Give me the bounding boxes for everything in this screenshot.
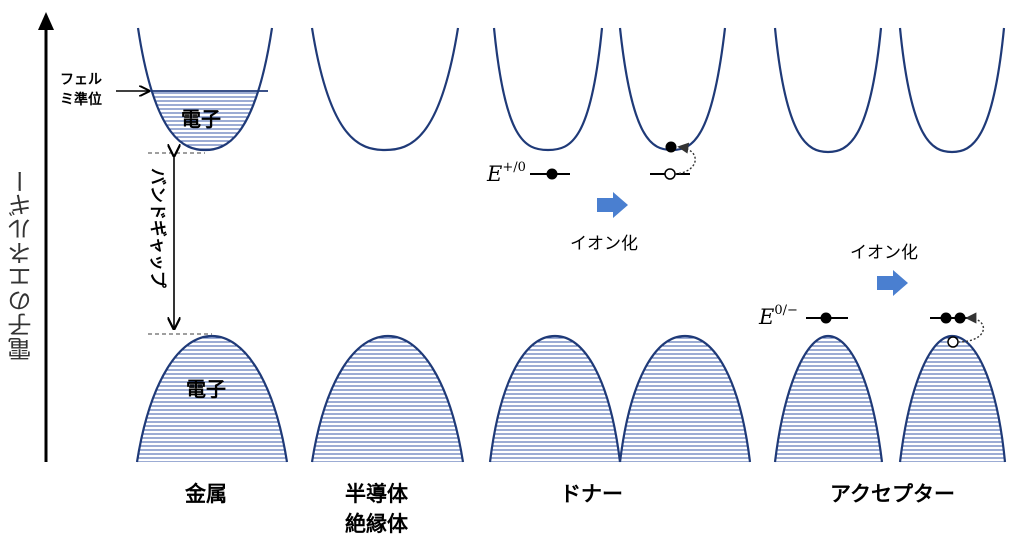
vb5-hatch — [775, 337, 882, 462]
metal-valence-band — [135, 334, 289, 463]
fermi-label-line2: ミ準位 — [60, 91, 102, 108]
donor-level-sup: +/0 — [502, 160, 526, 175]
semiconductor-valence-band — [310, 334, 465, 463]
acceptor-electron-2b — [954, 312, 966, 324]
donor-valence-band-2 — [618, 334, 752, 463]
acceptor-level-sup: 0/− — [774, 303, 798, 318]
acceptor-conduction-band-1 — [773, 27, 883, 154]
acceptor-level-label: E0/− — [758, 303, 798, 329]
donor-electron-excited — [665, 141, 677, 153]
metal-column-label: 金属 — [184, 482, 227, 506]
acceptor-level-base: E — [758, 305, 774, 329]
donor-level-label: E+/0 — [486, 160, 526, 186]
donor-ionize-label: イオン化 — [570, 234, 638, 254]
donor-column-label: ドナー — [560, 482, 623, 506]
donor-ionize-arrow — [597, 192, 628, 218]
donor-level-base: E — [486, 162, 502, 186]
acceptor-excitation-arrow — [957, 312, 985, 343]
metal-conduction-band — [136, 27, 274, 152]
acceptor-ionize-arrow — [877, 270, 908, 296]
vb2-hatch — [312, 337, 463, 462]
bandgap-label: バンドギャップ — [147, 168, 168, 289]
semiconductor-column-label-2: 絶縁体 — [345, 512, 409, 536]
vb4-hatch — [620, 337, 750, 462]
acceptor-column-label: アクセプター — [830, 482, 955, 506]
donor-hole — [664, 168, 676, 180]
acceptor-hole — [947, 336, 959, 348]
metal-upper-electron-label: 電子 — [181, 107, 221, 131]
energy-axis-arrowhead — [38, 12, 54, 30]
acceptor-electron-1 — [820, 312, 832, 324]
metal-lower-electron-label: 電子 — [186, 377, 226, 401]
donor-electron-1 — [546, 168, 558, 180]
donor-excitation-arrow — [674, 142, 696, 175]
donor-conduction-band-2 — [618, 27, 727, 152]
semiconductor-column-label-1: 半導体 — [345, 482, 409, 506]
donor-conduction-band-1 — [492, 27, 604, 152]
fermi-label-line1: フェル — [60, 72, 102, 88]
donor-valence-band-1 — [488, 334, 622, 463]
acceptor-ionize-label: イオン化 — [850, 243, 918, 263]
semiconductor-conduction-band — [310, 27, 460, 152]
acceptor-valence-band-1 — [773, 334, 884, 463]
acceptor-electron-2a — [940, 312, 952, 324]
acceptor-valence-band-2 — [898, 334, 1007, 463]
vb3-hatch — [490, 337, 620, 462]
acceptor-conduction-band-2 — [898, 27, 1006, 154]
